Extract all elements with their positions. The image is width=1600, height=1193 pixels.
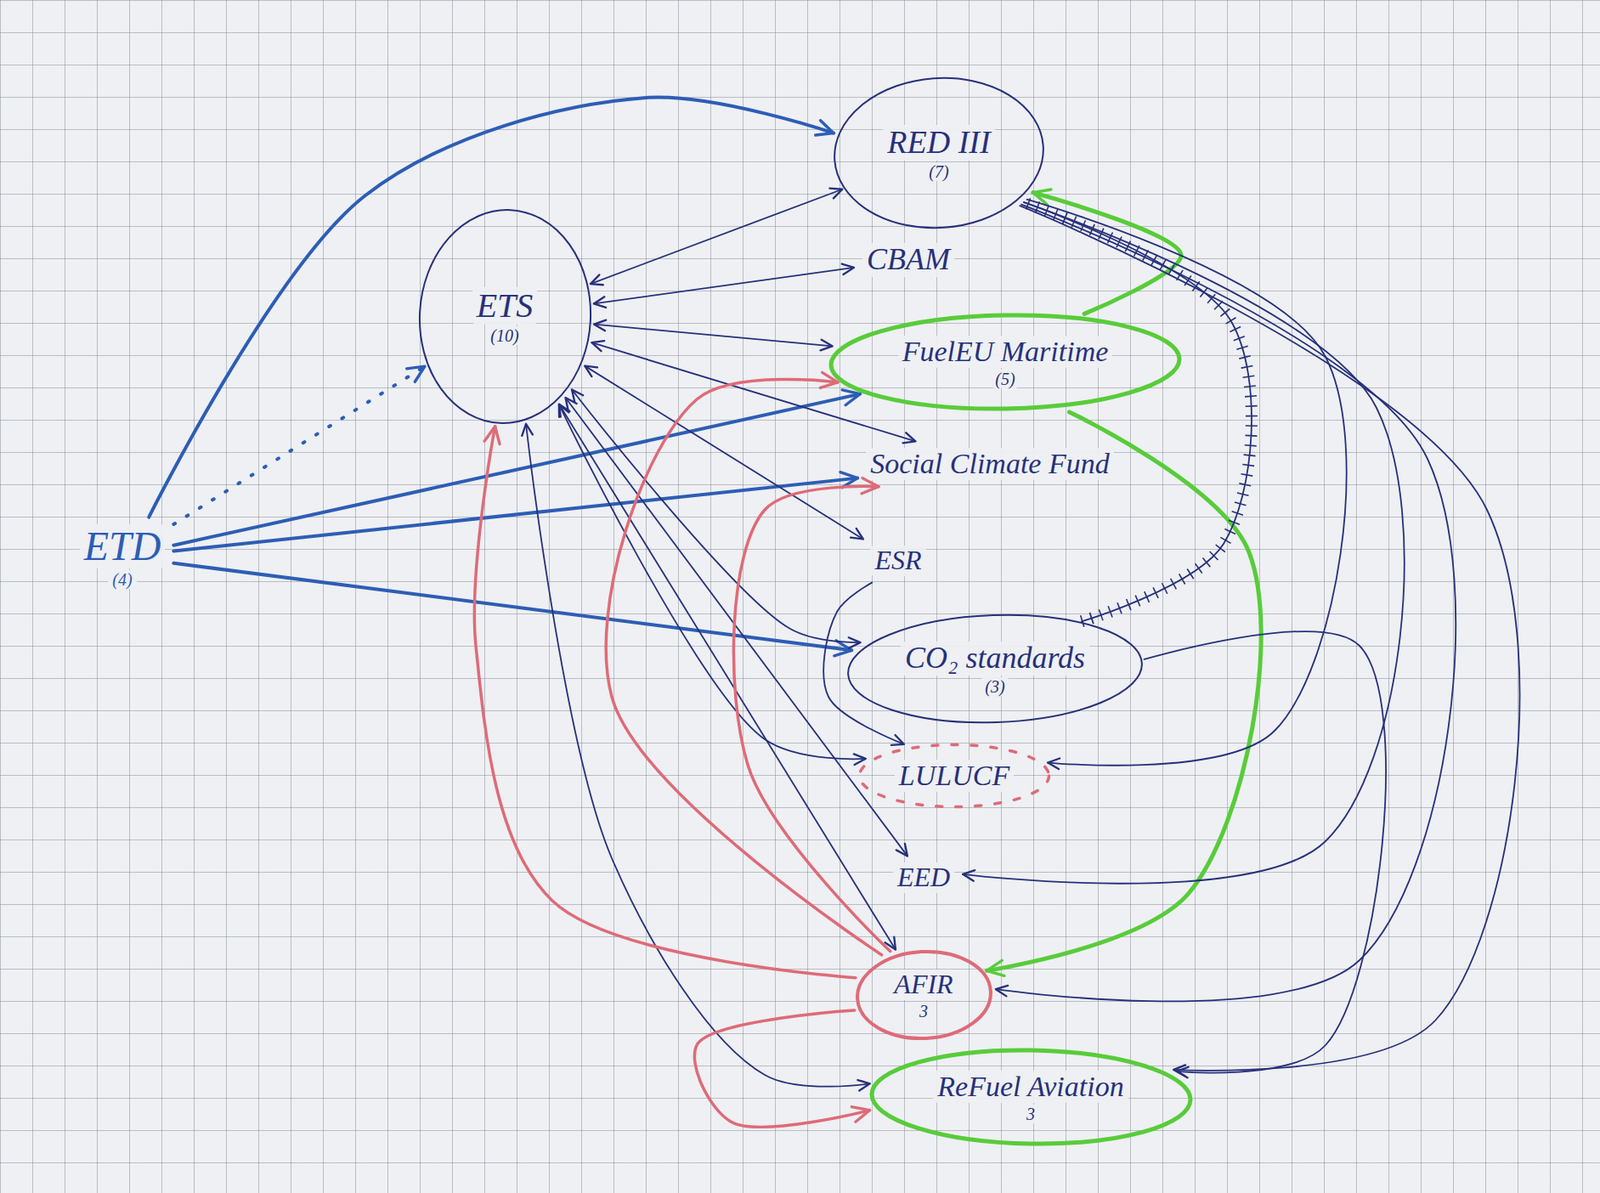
connector: [962, 202, 1405, 884]
node-title: ETD: [79, 524, 166, 570]
ellipse-stroke: [413, 204, 596, 427]
connector-group: [173, 563, 852, 651]
connector-group: [1144, 631, 1386, 1073]
hatch-ticks: [1023, 202, 1252, 622]
ellipse-stroke: [846, 610, 1144, 728]
connector-group: [823, 582, 905, 745]
connector: [694, 1010, 870, 1127]
connector-group: [694, 1010, 870, 1127]
connector-group: [173, 366, 425, 525]
connector: [525, 424, 871, 1087]
connector-group: [1027, 199, 1347, 766]
policy-ellipse: LULUCF: [856, 741, 1052, 810]
node-title: RED III: [882, 124, 995, 161]
connector: [823, 582, 905, 745]
node-title: Social Climate Fund: [865, 447, 1114, 480]
node-number: (4): [107, 570, 136, 589]
connector-group: [593, 324, 832, 347]
node-title: ReFuel Aviation: [932, 1070, 1128, 1103]
connector-group: [962, 202, 1405, 884]
connector-group: [590, 189, 843, 284]
connector: [1033, 192, 1182, 315]
connector: [1144, 631, 1386, 1073]
node-number: (3): [980, 677, 1009, 696]
policy-label: EED: [889, 860, 958, 894]
connector-group: [565, 397, 908, 856]
connector: [995, 204, 1456, 1002]
connector-group: [605, 378, 882, 955]
node-title: EED: [893, 862, 955, 893]
connector-group: [995, 204, 1456, 1002]
ellipse-stroke: [829, 71, 1049, 236]
ellipse-stroke: [870, 1047, 1192, 1148]
node-title: ESR: [870, 545, 926, 576]
policy-label: ETD(4): [76, 522, 170, 592]
connector: [565, 397, 908, 856]
policy-ellipse: CO₂ standards(3): [846, 613, 1144, 724]
connector-group: [559, 404, 866, 759]
connector: [1023, 202, 1252, 622]
connector-group: [1033, 192, 1182, 315]
node-title: CO₂ standards: [900, 641, 1090, 676]
ellipse-stroke: [830, 311, 1181, 412]
policy-label: CBAM: [859, 241, 958, 279]
connector: [593, 267, 854, 305]
connector: [733, 486, 890, 951]
policy-ellipse: ETS(10): [418, 208, 593, 425]
node-title: FuelEU Maritime: [898, 335, 1114, 368]
node-number: (7): [924, 162, 953, 181]
ellipse-stroke: [859, 745, 1050, 808]
node-title: LULUCF: [894, 759, 1014, 792]
node-number: 3: [1022, 1104, 1040, 1124]
policy-ellipse: AFIR3: [853, 948, 995, 1042]
connector: [173, 478, 858, 552]
node-title: CBAM: [862, 243, 955, 278]
node-number: 3: [915, 1001, 933, 1021]
ellipse-stroke: [854, 948, 993, 1042]
connector: [559, 404, 866, 759]
connector: [1027, 199, 1347, 766]
node-number: (10): [486, 326, 523, 345]
node-number: (5): [990, 369, 1019, 389]
policy-ellipse: FuelEU Maritime(5): [826, 310, 1184, 413]
connector-group: [593, 267, 854, 305]
connector: [590, 189, 843, 284]
policy-ellipse: RED III(7): [832, 76, 1046, 230]
connector-group: [173, 478, 858, 552]
node-title: ETS: [472, 287, 538, 325]
connector: [605, 378, 882, 955]
connector-group: [1023, 202, 1252, 622]
connector-group: [733, 486, 890, 951]
policy-label: ESR: [866, 543, 929, 577]
connector: [173, 366, 425, 525]
connector-group: [525, 424, 871, 1087]
policy-ellipse: ReFuel Aviation3: [867, 1045, 1195, 1148]
connector: [593, 324, 832, 347]
policy-label: Social Climate Fund: [862, 446, 1117, 481]
connector: [173, 563, 852, 651]
node-title: AFIR: [889, 969, 957, 1000]
